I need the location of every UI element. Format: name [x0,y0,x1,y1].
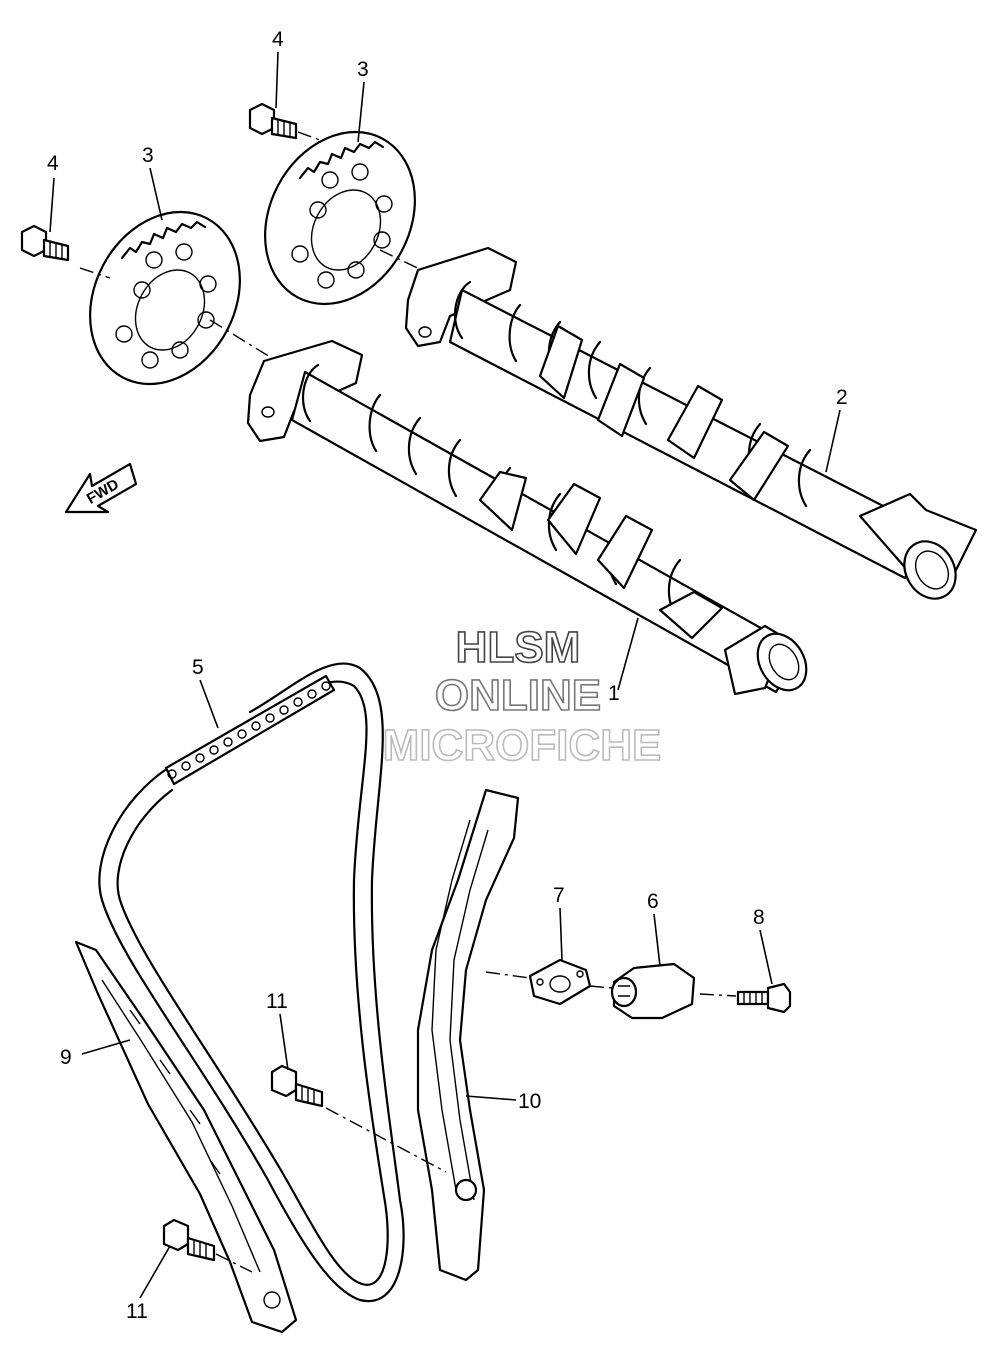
callout-7: 7 [553,884,565,907]
callout-4-lower: 4 [47,152,59,175]
cam-chain [98,662,405,1303]
leader-lines [49,51,841,1299]
guide-bolt-11-lower [162,1218,216,1262]
watermark-line-3: MICROFICHE [383,721,662,770]
sprocket-bolt-lower [20,224,70,262]
callout-5: 5 [192,656,204,679]
callout-10: 10 [518,1090,541,1113]
callout-3-lower: 3 [142,144,154,167]
watermark: HLSM ONLINE MICROFICHE [382,622,662,771]
callout-2: 2 [836,386,848,409]
sprocket-bolt-upper [248,102,298,140]
chain-tensioner-guide-10 [416,788,520,1282]
callout-11-lower: 11 [126,1300,148,1323]
watermark-line-1: HLSM [456,623,581,672]
forward-direction-arrow: FWD [64,462,138,514]
camshaft-exhaust [404,246,978,600]
callout-labels: 4 3 4 3 2 1 5 7 6 8 9 10 11 11 [47,28,848,1323]
watermark-line-2: ONLINE [435,671,601,720]
callout-11-upper: 11 [266,990,288,1013]
callout-3-upper: 3 [357,58,369,81]
callout-8: 8 [753,906,765,929]
guide-bolt-11-upper [270,1064,324,1108]
chain-guide-9 [74,940,298,1334]
camshaft-sprocket-lower [89,210,241,386]
tensioner-gasket-7 [528,958,592,1006]
camshaft-sprocket-upper [264,130,416,306]
camshaft-intake [246,339,808,696]
callout-9: 9 [60,1046,72,1069]
chain-tensioner-6 [610,962,696,1020]
tensioner-bolt-8 [736,982,792,1014]
callout-4-upper: 4 [272,28,284,51]
callout-6: 6 [647,890,659,913]
callout-1: 1 [608,682,620,705]
